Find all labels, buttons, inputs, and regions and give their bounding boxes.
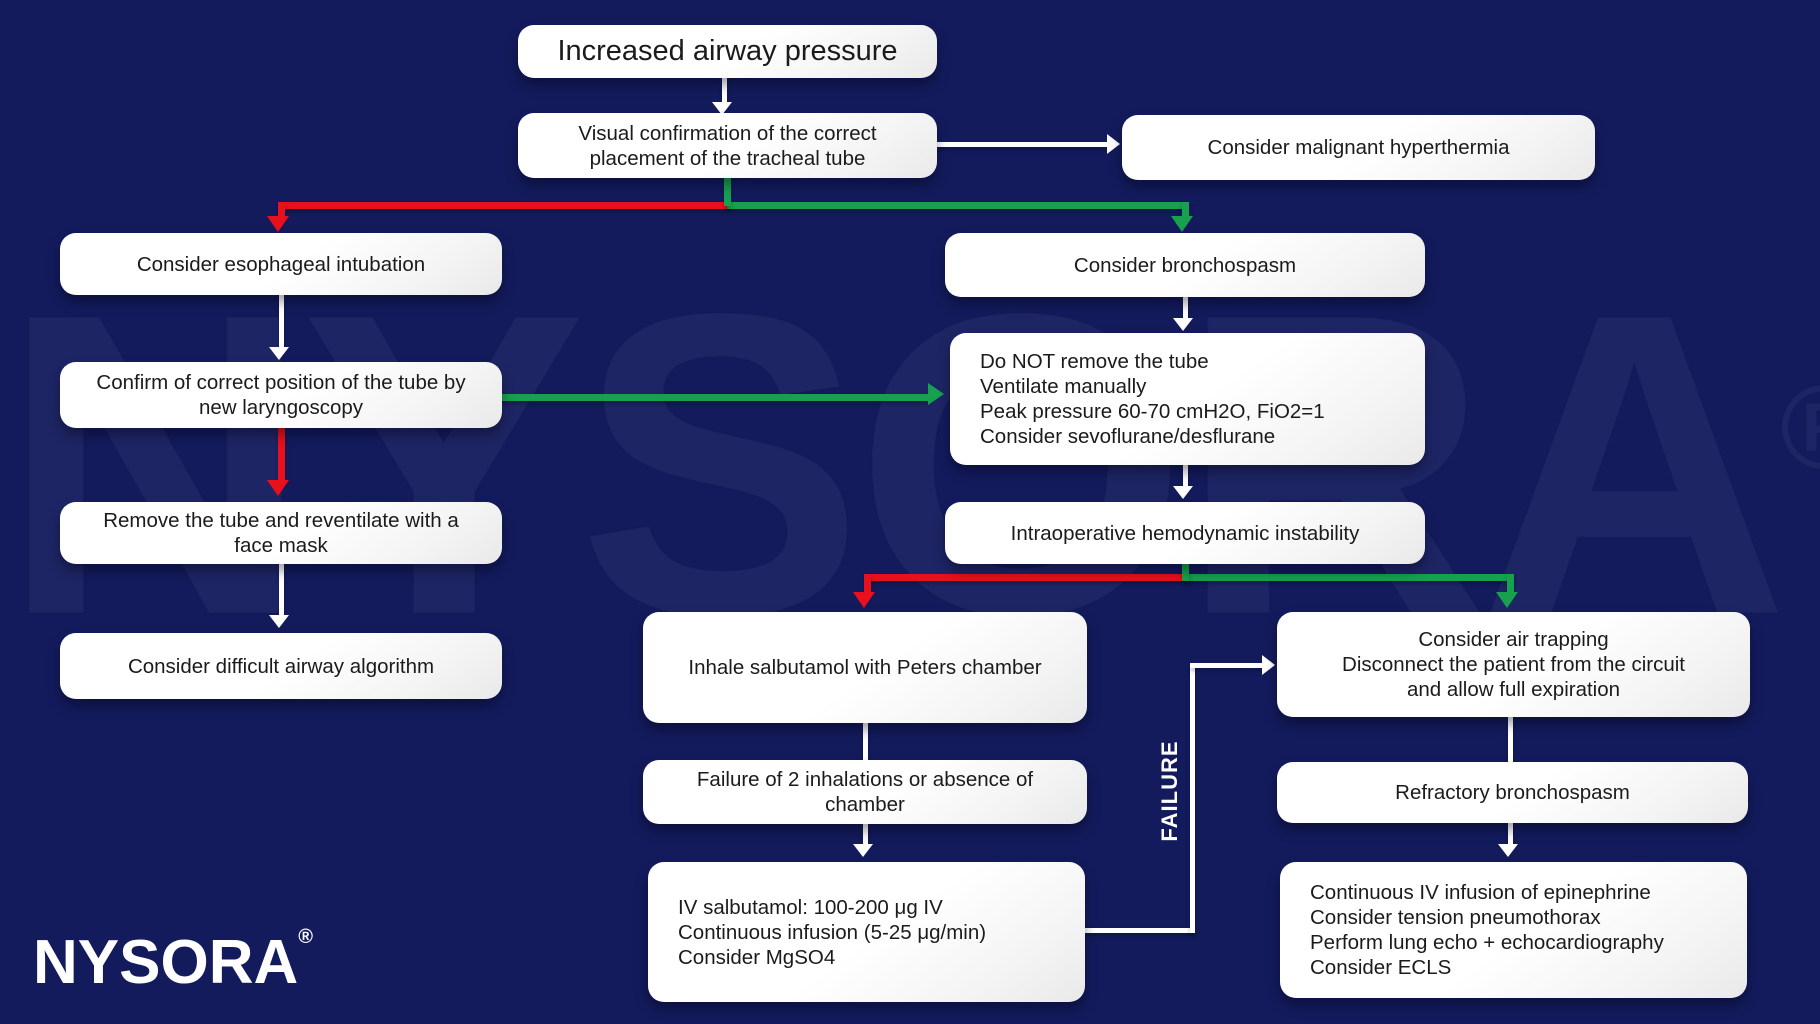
arrowhead-failure-to-airtrapping (1262, 655, 1275, 675)
connector-remove-to-difficult (279, 563, 284, 617)
node-remove-tube-reventilate: Remove the tube and reventilate with a f… (60, 502, 502, 564)
arrowhead-confirm-to-remove (267, 480, 289, 496)
connector-failure-path-vertical (1190, 663, 1195, 933)
connector-confirm-to-donot-green (502, 394, 930, 401)
connector-junctionA-red-horizontal (281, 202, 731, 209)
connector-airtrapping-to-refractory (1508, 717, 1513, 762)
connector-junctionB-green-stub (1182, 561, 1189, 581)
arrowhead-red-to-esophageal (267, 216, 289, 232)
node-malignant-hyperthermia: Consider malignant hyperthermia (1122, 115, 1595, 180)
node-inhale-salbutamol: Inhale salbutamol with Peters chamber (643, 612, 1087, 723)
connector-junctionB-green-horizontal (1185, 574, 1514, 581)
connector-junctionB-red-vertical (864, 574, 871, 594)
node-difficult-airway-algorithm: Consider difficult airway algorithm (60, 633, 502, 699)
node-increased-airway-pressure: Increased airway pressure (518, 25, 937, 78)
arrowhead-refractory-to-continuous (1498, 844, 1518, 857)
node-esophageal-intubation: Consider esophageal intubation (60, 233, 502, 295)
node-consider-bronchospasm: Consider bronchospasm (945, 233, 1425, 297)
node-confirm-position: Confirm of correct position of the tube … (60, 362, 502, 428)
arrowhead-failure-to-iv (853, 844, 873, 857)
connector-inhale-to-failure (863, 723, 868, 760)
nysora-logo: NYSORA® (33, 926, 314, 997)
arrowhead-title-to-visual (712, 102, 732, 115)
connector-failure-path-top (1190, 663, 1264, 668)
connector-junctionA-green-stub (724, 176, 731, 206)
connector-failure-to-iv (863, 823, 868, 846)
connector-junctionB-red-horizontal (867, 574, 1189, 581)
connector-visual-to-malignant (937, 142, 1109, 147)
node-air-trapping: Consider air trapping Disconnect the pat… (1277, 612, 1750, 717)
arrowhead-bronchospasm-to-donot (1173, 318, 1193, 331)
connector-esophageal-to-confirm (279, 295, 284, 349)
arrowhead-esophageal-to-confirm (269, 347, 289, 360)
connector-junctionA-green-vertical (1182, 202, 1189, 218)
node-do-not-remove-tube: Do NOT remove the tube Ventilate manuall… (950, 333, 1425, 465)
connector-bronchospasm-to-donot (1183, 297, 1188, 320)
node-continuous-iv-epinephrine: Continuous IV infusion of epinephrine Co… (1280, 862, 1747, 998)
connector-failure-path-bottom (1085, 928, 1195, 933)
arrowhead-red-to-inhale (853, 592, 875, 608)
connector-donot-to-intraop (1183, 465, 1188, 488)
connector-junctionA-red-vertical (278, 202, 285, 218)
connector-confirm-to-remove-red (278, 428, 285, 482)
arrowhead-remove-to-difficult (269, 615, 289, 628)
node-refractory-bronchospasm: Refractory bronchospasm (1277, 762, 1748, 823)
arrowhead-visual-to-malignant (1107, 134, 1120, 154)
arrowhead-green-to-bronchospasm (1171, 216, 1193, 232)
node-failure-2-inhalations: Failure of 2 inhalations or absence of c… (643, 760, 1087, 824)
connector-title-to-visual (722, 78, 727, 104)
failure-path-label: FAILURE (1157, 740, 1182, 842)
node-iv-salbutamol: IV salbutamol: 100-200 μg IV Continuous … (648, 862, 1085, 1002)
connector-junctionA-green-horizontal (727, 202, 1189, 209)
node-visual-confirmation: Visual confirmation of the correct place… (518, 113, 937, 178)
connector-junctionB-green-vertical (1507, 574, 1514, 594)
arrowhead-green-to-airtrapping (1496, 592, 1518, 608)
node-intraoperative-instability: Intraoperative hemodynamic instability (945, 502, 1425, 564)
arrowhead-donot-to-intraop (1173, 486, 1193, 499)
connector-refractory-to-continuous (1508, 823, 1513, 846)
arrowhead-confirm-to-donot (928, 383, 944, 405)
